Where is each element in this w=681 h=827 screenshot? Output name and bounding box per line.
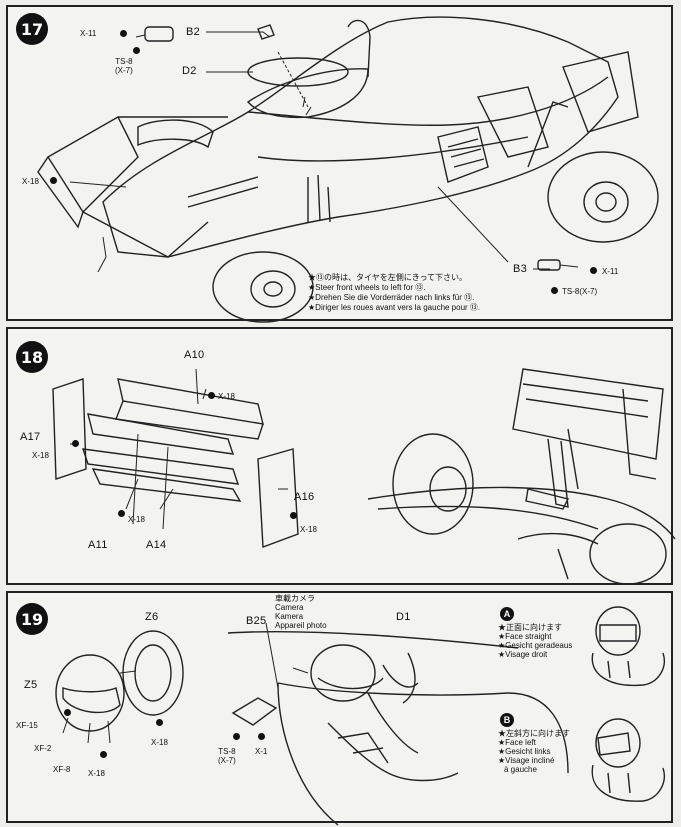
part-label-b25: B25 bbox=[246, 615, 267, 627]
step-17-instructions: ★⑬の時は、タイヤを左側にきって下さい。 ★Steer front wheels… bbox=[308, 273, 480, 313]
part-label-z6: Z6 bbox=[145, 611, 159, 623]
step-18-number: 18 bbox=[16, 341, 48, 373]
camera-label-line: Camera bbox=[275, 603, 304, 612]
screw-label-x18-left: X-18 bbox=[32, 451, 49, 460]
part-label-z5: Z5 bbox=[24, 679, 38, 691]
screw-label-x18-visor: X-18 bbox=[151, 738, 168, 747]
camera-label-line: Appareil photo bbox=[275, 621, 327, 630]
screw-label-ts8-b3: TS-8(X-7) bbox=[562, 287, 598, 296]
screw-label-xf2: XF-2 bbox=[34, 744, 52, 753]
screw-icon bbox=[118, 510, 125, 517]
option-a-line: ★Visage droit bbox=[498, 650, 548, 659]
part-label-a10: A10 bbox=[184, 349, 205, 361]
screw-icon bbox=[590, 267, 597, 274]
screw-label-x18-top: X-18 bbox=[218, 392, 235, 401]
screw-icon bbox=[258, 733, 265, 740]
screw-icon bbox=[156, 719, 163, 726]
option-b-badge: B bbox=[500, 713, 514, 727]
camera-label: 車載カメラ Camera Kamera Appareil photo bbox=[275, 594, 327, 630]
screw-label-x11-b3: X-11 bbox=[602, 267, 619, 276]
screw-icon bbox=[208, 392, 215, 399]
screw-label-x18-helmet: X-18 bbox=[88, 769, 105, 778]
step-17-panel: 17 X-11 TS-8 (X-7) B2 D2 X-18 B3 X-11 TS… bbox=[6, 5, 673, 323]
instruction-line: ★⑬の時は、タイヤを左側にきって下さい。 bbox=[308, 273, 468, 282]
screw-label-xf15: XF-15 bbox=[16, 721, 38, 730]
screw-icon bbox=[120, 30, 127, 37]
part-label-a11: A11 bbox=[88, 539, 108, 551]
option-b-line: ★Gesicht links bbox=[498, 747, 551, 756]
step-18-panel: 18 A10 X-18 A17 X-18 A16 X-18 X-18 A11 A… bbox=[6, 327, 676, 585]
instruction-line: ★Steer front wheels to left for ⑬. bbox=[308, 283, 426, 292]
screw-label-x18-right: X-18 bbox=[300, 525, 317, 534]
step-17-number: 17 bbox=[16, 13, 48, 45]
screw-label-x11-mirror: X-11 bbox=[80, 29, 97, 38]
screw-icon bbox=[233, 733, 240, 740]
part-label-d1: D1 bbox=[396, 611, 411, 623]
camera-label-line: Kamera bbox=[275, 612, 304, 621]
screw-label-x18-wing: X-18 bbox=[22, 177, 39, 186]
screw-icon bbox=[133, 47, 140, 54]
option-a-line: ★正面に向けます bbox=[498, 623, 562, 632]
part-label-a16: A16 bbox=[294, 491, 315, 503]
screw-label-ts8-mirror: TS-8 (X-7) bbox=[115, 57, 133, 75]
screw-label-x1: X-1 bbox=[255, 747, 268, 756]
step-19-driver-drawing bbox=[55, 606, 665, 826]
part-label-a17: A17 bbox=[20, 431, 41, 443]
instruction-line: ★Drehen Sie die Vorderräder nach links f… bbox=[308, 293, 475, 302]
part-label-a14: A14 bbox=[146, 539, 167, 551]
screw-label-ts8: TS-8 (X-7) bbox=[218, 747, 236, 765]
screw-icon bbox=[64, 709, 71, 716]
part-label-d2: D2 bbox=[182, 65, 197, 77]
part-label-b2: B2 bbox=[186, 26, 201, 38]
screw-icon bbox=[290, 512, 297, 519]
step-17-car-drawing bbox=[37, 16, 659, 323]
option-b-text: ★左斜方に向けます ★Face left ★Gesicht links ★Vis… bbox=[498, 729, 570, 774]
screw-icon bbox=[50, 177, 57, 184]
screw-label-x18-mid: X-18 bbox=[128, 515, 145, 524]
option-b-line: à gauche bbox=[504, 765, 537, 774]
step-19-number: 19 bbox=[16, 603, 48, 635]
option-a-line: ★Face straight bbox=[498, 632, 552, 641]
screw-icon bbox=[72, 440, 79, 447]
option-b-line: ★Face left bbox=[498, 738, 536, 747]
option-b-line: ★Visage incliné bbox=[498, 756, 555, 765]
instruction-line: ★Diriger les roues avant vers la gauche … bbox=[308, 303, 481, 312]
option-a-line: ★Gesicht geradeaus bbox=[498, 641, 573, 650]
screw-icon bbox=[551, 287, 558, 294]
option-a-badge: A bbox=[500, 607, 514, 621]
step-19-panel: 19 Z6 Z5 XF-15 XF-2 XF-8 X-18 X-18 車載カメラ… bbox=[6, 591, 673, 826]
option-b-line: ★左斜方に向けます bbox=[498, 729, 570, 738]
step-18-wing-drawing bbox=[52, 368, 676, 585]
part-label-b3: B3 bbox=[513, 263, 528, 275]
screw-label-xf8: XF-8 bbox=[53, 765, 71, 774]
camera-label-line: 車載カメラ bbox=[275, 594, 315, 603]
option-a-text: ★正面に向けます ★Face straight ★Gesicht geradea… bbox=[498, 623, 572, 659]
screw-icon bbox=[100, 751, 107, 758]
